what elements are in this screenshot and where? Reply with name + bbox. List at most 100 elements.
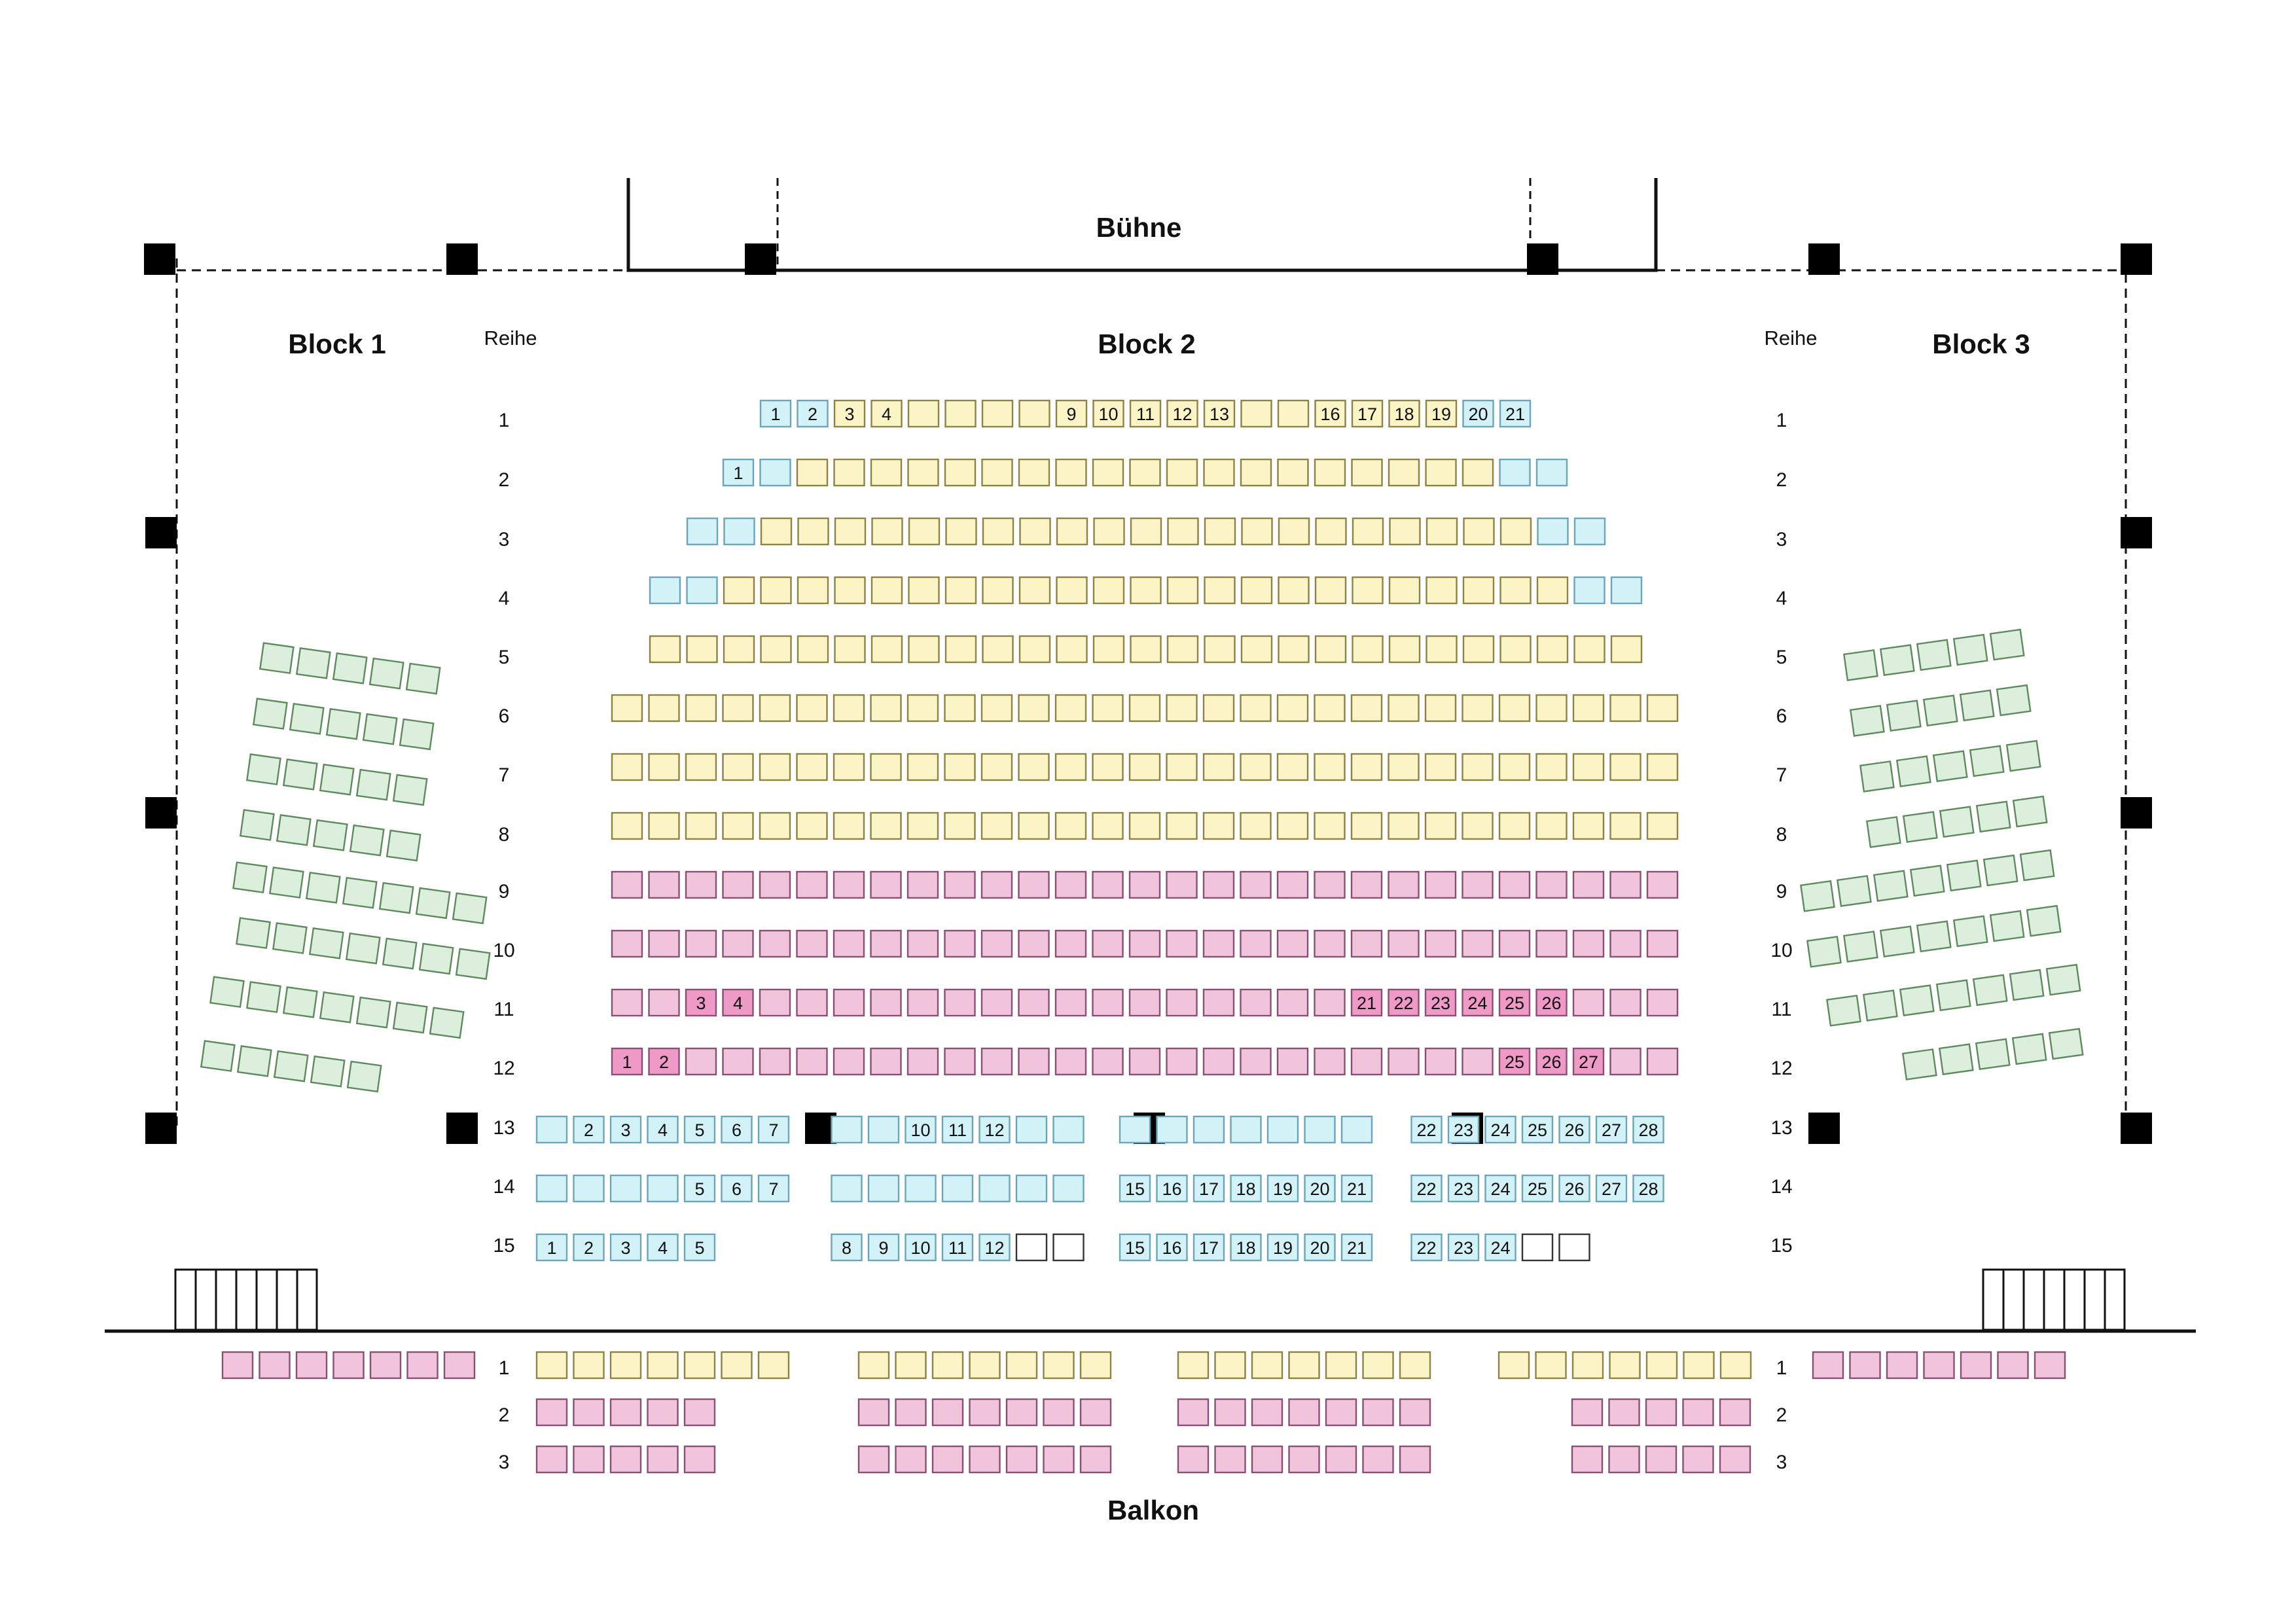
seat[interactable] <box>405 662 441 695</box>
seat[interactable] <box>757 1174 790 1203</box>
seat[interactable] <box>1278 517 1310 546</box>
seat[interactable] <box>1128 812 1161 840</box>
seat[interactable] <box>1535 753 1568 781</box>
seat[interactable] <box>1202 988 1235 1017</box>
seat[interactable] <box>649 576 681 605</box>
seat[interactable] <box>1424 694 1457 722</box>
seat[interactable] <box>980 988 1013 1017</box>
seat[interactable] <box>1325 1398 1357 1427</box>
seat[interactable] <box>685 694 717 722</box>
seat[interactable] <box>245 981 281 1013</box>
seat[interactable] <box>1388 1047 1420 1076</box>
seat[interactable] <box>723 576 755 605</box>
seat[interactable] <box>1521 1115 1554 1144</box>
seat[interactable] <box>1204 517 1236 546</box>
seat[interactable] <box>1304 1233 1336 1262</box>
seat[interactable] <box>609 1115 642 1144</box>
seat[interactable] <box>944 870 976 899</box>
seat[interactable] <box>1043 1351 1075 1380</box>
seat[interactable] <box>355 996 391 1029</box>
seat[interactable] <box>1119 1115 1151 1144</box>
seat[interactable] <box>870 812 902 840</box>
seat[interactable] <box>871 517 903 546</box>
seat[interactable] <box>1128 753 1161 781</box>
seat[interactable] <box>272 922 308 954</box>
seat[interactable] <box>760 576 792 605</box>
seat[interactable] <box>1018 988 1050 1017</box>
seat[interactable] <box>573 1233 605 1262</box>
seat[interactable] <box>1571 1398 1604 1427</box>
seat[interactable] <box>1609 1047 1641 1076</box>
seat[interactable] <box>1351 458 1383 487</box>
seat[interactable] <box>1204 635 1236 664</box>
seat[interactable] <box>944 988 976 1017</box>
seat[interactable] <box>905 1115 937 1144</box>
seat[interactable] <box>1092 694 1124 722</box>
seat[interactable] <box>1388 576 1421 605</box>
seat[interactable] <box>978 1115 1011 1144</box>
seat[interactable] <box>1859 760 1895 793</box>
seat[interactable] <box>648 694 680 722</box>
seat[interactable] <box>1314 812 1346 840</box>
seat[interactable] <box>1849 705 1885 737</box>
seat[interactable] <box>1266 1233 1299 1262</box>
seat[interactable] <box>1054 988 1087 1017</box>
seat[interactable] <box>1632 1115 1664 1144</box>
seat[interactable] <box>1608 1445 1640 1474</box>
seat[interactable] <box>1314 694 1346 722</box>
seat[interactable] <box>1646 988 1679 1017</box>
seat[interactable] <box>1609 870 1641 899</box>
seat[interactable] <box>1645 1398 1677 1427</box>
seat[interactable] <box>834 635 866 664</box>
seat[interactable] <box>342 876 378 909</box>
seat[interactable] <box>1922 694 1958 727</box>
seat[interactable] <box>1092 988 1124 1017</box>
seat[interactable] <box>1092 870 1124 899</box>
seat[interactable] <box>1572 812 1605 840</box>
seat[interactable] <box>1535 870 1568 899</box>
seat[interactable] <box>980 1047 1013 1076</box>
seat[interactable] <box>1214 1445 1246 1474</box>
seat[interactable] <box>1166 812 1198 840</box>
seat[interactable] <box>759 753 791 781</box>
seat[interactable] <box>609 1233 642 1262</box>
seat[interactable] <box>831 1115 863 1144</box>
seat[interactable] <box>1018 753 1050 781</box>
seat[interactable] <box>796 458 829 487</box>
seat[interactable] <box>1996 684 2032 717</box>
seat[interactable] <box>759 870 791 899</box>
seat[interactable] <box>648 988 680 1017</box>
seat[interactable] <box>685 929 717 958</box>
seat[interactable] <box>1130 635 1162 664</box>
seat[interactable] <box>1251 1351 1283 1380</box>
seat[interactable] <box>1462 812 1494 840</box>
seat[interactable] <box>1424 753 1457 781</box>
seat[interactable] <box>1119 1233 1151 1262</box>
seat[interactable] <box>1388 458 1420 487</box>
seat[interactable] <box>944 458 977 487</box>
seat[interactable] <box>870 399 903 428</box>
seat[interactable] <box>1350 1047 1383 1076</box>
seat[interactable] <box>1646 812 1679 840</box>
seat[interactable] <box>978 1174 1011 1203</box>
seat[interactable] <box>1865 816 1901 848</box>
seat[interactable] <box>648 812 680 840</box>
seat[interactable] <box>1202 870 1235 899</box>
seat[interactable] <box>355 768 391 801</box>
seat[interactable] <box>1350 870 1383 899</box>
seat[interactable] <box>1166 576 1199 605</box>
seat[interactable] <box>1018 929 1050 958</box>
seat[interactable] <box>2005 740 2041 772</box>
seat[interactable] <box>833 870 865 899</box>
seat[interactable] <box>759 694 791 722</box>
seat[interactable] <box>236 917 271 950</box>
seat[interactable] <box>649 635 681 664</box>
seat[interactable] <box>870 753 902 781</box>
seat[interactable] <box>759 458 791 487</box>
seat[interactable] <box>1842 931 1878 963</box>
seat[interactable] <box>252 698 288 730</box>
seat[interactable] <box>535 1115 568 1144</box>
seat[interactable] <box>1166 988 1198 1017</box>
seat[interactable] <box>1989 910 2025 942</box>
seat[interactable] <box>1056 576 1088 605</box>
